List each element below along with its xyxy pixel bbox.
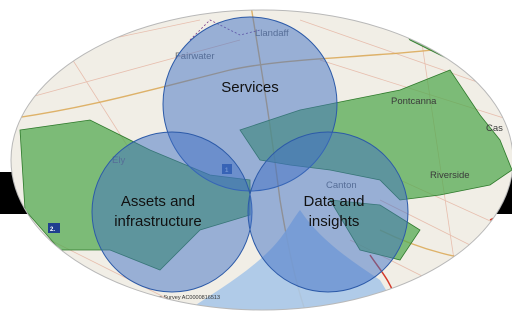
place-label-cas: Cas	[486, 123, 503, 134]
map-copyright: ance Survey AC0000816513	[150, 295, 220, 301]
place-label-riverside: Riverside	[430, 170, 470, 181]
venn-label-data-line1: Data and	[304, 193, 365, 210]
venn-circle-assets	[91, 131, 253, 293]
venn-label-assets-line2: infrastructure	[114, 213, 202, 230]
area-badge-2-label: 2.	[50, 227, 55, 233]
venn-circle-data	[247, 131, 409, 293]
area-badge-2	[48, 223, 60, 233]
venn-label-data-line2: insights	[309, 213, 360, 230]
venn-label-assets-line1: Assets and	[121, 193, 195, 210]
map-oval-frame	[10, 9, 512, 311]
venn-label-services: Services	[221, 79, 279, 96]
place-label-pontcanna: Pontcanna	[391, 96, 437, 107]
